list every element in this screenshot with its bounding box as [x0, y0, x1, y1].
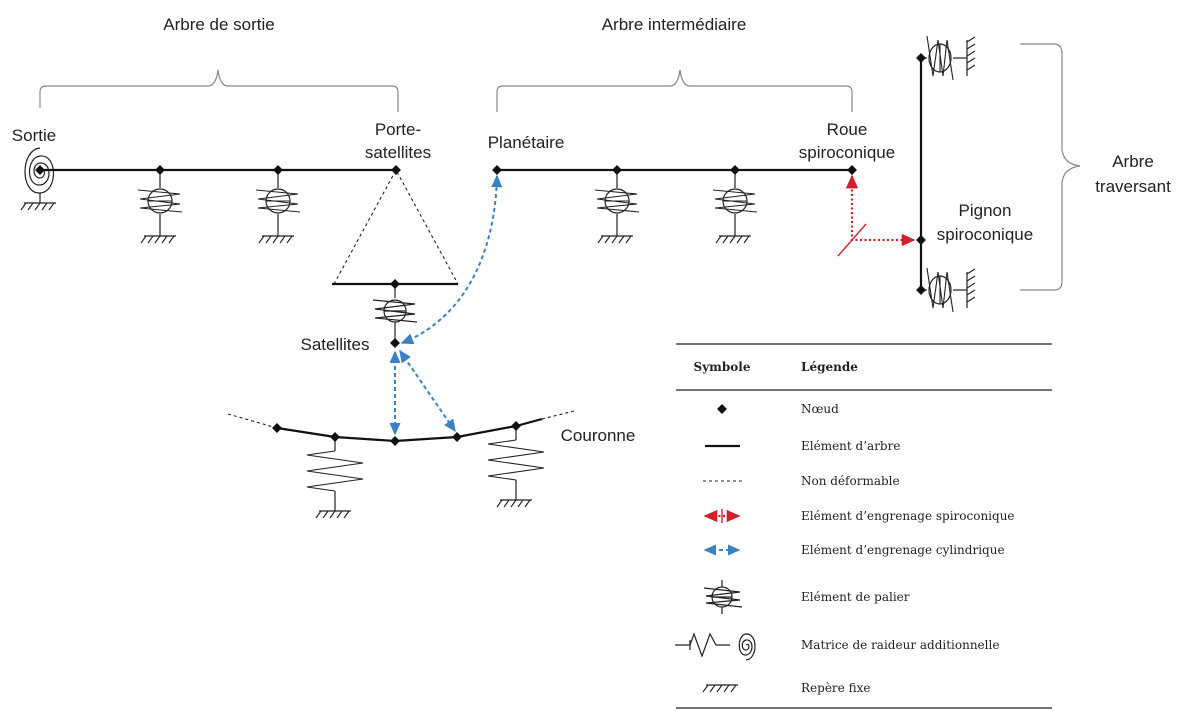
node-icon [717, 404, 727, 414]
legend-row-cylindrical: Elément d’engrenage cylindrique [703, 543, 1005, 557]
mesh-sun-planet [400, 174, 503, 345]
node-ring-4 [452, 432, 462, 442]
spiral-bevel-gear-icon [703, 509, 741, 523]
legend-row-non-deformable: Non déformable [703, 474, 900, 488]
node-ring-2 [330, 432, 340, 442]
node-through-bottom [916, 285, 926, 295]
legend-row-spiral-bevel: Elément d’engrenage spiroconique [703, 509, 1015, 523]
intermediate-shaft-label: Arbre intermédiaire [602, 15, 747, 34]
spiral-stiffness-icon [20, 147, 57, 211]
node-sortie [35, 165, 45, 175]
planet-bearing [372, 284, 418, 343]
ring-dotted-left [227, 413, 278, 429]
node-pignon-spiroconique [916, 235, 926, 245]
node-planet-top [390, 279, 400, 289]
through-shaft-label-line1: Arbre [1112, 152, 1154, 171]
legend-text-node: Nœud [801, 402, 839, 416]
node-output-2 [273, 165, 283, 175]
label-sortie: Sortie [12, 126, 56, 145]
legend-text-non-deformable: Non déformable [801, 474, 900, 488]
label-pignon-spiroconique-line2: spiroconique [937, 225, 1033, 244]
output-bearing-1 [138, 170, 182, 243]
legend-row-bearing: Elément de palier [703, 580, 910, 614]
legend-row-fixed-frame: Repère fixe [702, 681, 870, 695]
node-roue-spiroconique [847, 165, 857, 175]
ring-dotted-right [541, 410, 575, 420]
intermediate-bearing-2 [713, 170, 757, 243]
node-satellites [390, 338, 400, 348]
bearing-icon [703, 580, 743, 614]
node-planetaire [492, 165, 502, 175]
node-intermediate-2 [730, 165, 740, 175]
legend-text-cylindrical: Elément d’engrenage cylindrique [801, 543, 1005, 557]
legend-text-bearing: Elément de palier [801, 590, 910, 604]
through-shaft-brace [1020, 43, 1081, 291]
output-bearing-2 [256, 170, 300, 243]
ring-spring-left [307, 437, 363, 518]
legend-row-stiffness: Matrice de raideur additionnelle [675, 632, 999, 661]
legend-text-spiral-bevel: Elément d’engrenage spiroconique [801, 509, 1015, 523]
carrier-triangle [333, 168, 459, 285]
fixed-frame-icon [702, 684, 739, 693]
legend-row-shaft: Elément d’arbre [705, 439, 900, 453]
label-porte-satellites-line1: Porte- [375, 120, 421, 139]
label-couronne: Couronne [561, 426, 636, 445]
ring-spring-right [488, 426, 544, 507]
label-roue-spiroconique-line1: Roue [827, 120, 868, 139]
label-porte-satellites-line2: satellites [365, 143, 431, 162]
output-shaft-label: Arbre de sortie [163, 15, 275, 34]
node-porte-satellites [391, 165, 401, 175]
legend-header-symbol: Symbole [694, 360, 751, 374]
through-bearing-top [920, 35, 976, 81]
stiffness-matrix-icon [675, 632, 756, 661]
legend-text-stiffness: Matrice de raideur additionnelle [801, 638, 999, 652]
legend-header-legend: Légende [801, 360, 858, 374]
node-through-top [916, 53, 926, 63]
label-pignon-spiroconique-line1: Pignon [959, 201, 1012, 220]
mesh-spiral-bevel-tick [837, 223, 867, 257]
legend-table: Symbole Légende Nœud Elément d’arbre Non… [675, 343, 1052, 709]
intermediate-bearing-1 [595, 170, 639, 243]
node-ring-5 [511, 421, 521, 431]
ring-gear-line [276, 417, 543, 443]
intermediate-shaft-brace [496, 69, 853, 112]
legend-text-shaft: Elément d’arbre [801, 439, 900, 453]
label-roue-spiroconique-line2: spiroconique [799, 143, 895, 162]
node-ring-1 [272, 423, 282, 433]
node-output-1 [155, 165, 165, 175]
legend-text-fixed-frame: Repère fixe [801, 681, 870, 695]
mesh-planet-ring-2 [399, 349, 456, 433]
label-planetaire: Planétaire [488, 133, 565, 152]
node-ring-3 [390, 436, 400, 446]
legend-row-node: Nœud [717, 402, 839, 416]
output-shaft-brace [39, 69, 399, 112]
label-satellites: Satellites [301, 335, 370, 354]
through-bearing-bottom [920, 267, 976, 313]
node-intermediate-1 [612, 165, 622, 175]
through-shaft-label-line2: traversant [1095, 177, 1171, 196]
